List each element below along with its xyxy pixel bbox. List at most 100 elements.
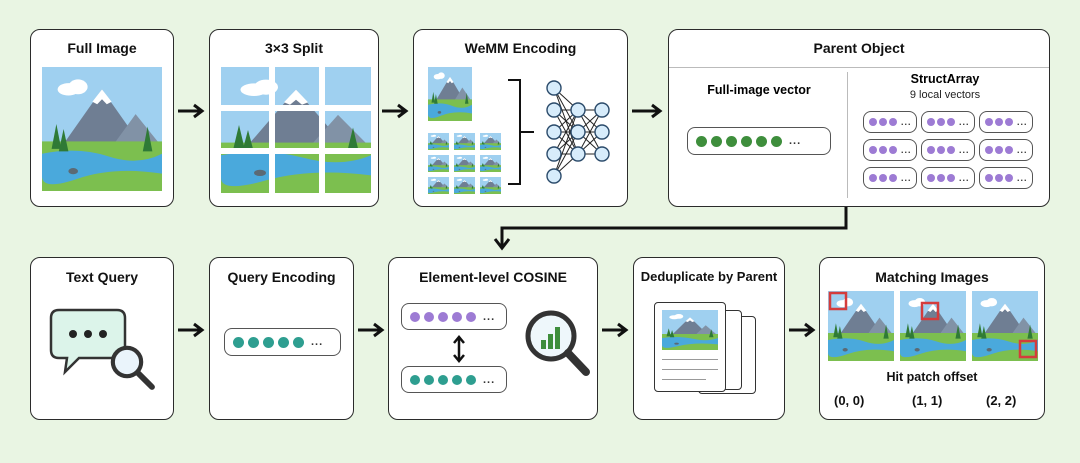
full-image-vector: ... [687,127,831,155]
vector-ellipsis: ... [959,145,970,155]
vector-dot [985,118,993,126]
vector-dot [889,118,897,126]
local-vector-6: ... [979,139,1033,161]
vector-dot [947,174,955,182]
vector-dot [927,118,935,126]
vector-ellipsis: ... [1017,117,1028,127]
card-deduplicate: Deduplicate by Parent [633,257,785,420]
card-title-encoding: WeMM Encoding [464,40,577,56]
arrow-right-2 [382,103,409,119]
encoding-full-thumb [428,67,472,121]
vector-dot [263,336,274,348]
analytics-magnifier-icon [525,310,590,376]
vector-dot [995,118,1003,126]
card-title-cosine: Element-level COSINE [419,269,567,285]
document-line [662,379,706,380]
vector-dot [947,146,955,154]
vector-dot [696,135,707,147]
card-title-full-image: Full Image [67,40,137,56]
arrow-right-1 [178,103,205,119]
structarray-label: StructArray [910,72,980,86]
vector-dot [410,311,420,322]
vector-dot [438,311,448,322]
arrow-right-7 [789,322,816,338]
vector-dot [452,311,462,322]
vector-dot [424,374,434,385]
vector-ellipsis: ... [311,336,324,348]
vector-ellipsis: ... [483,373,496,386]
vector-ellipsis: ... [1017,145,1028,155]
local-vector-3: ... [979,111,1033,133]
vector-dot [466,374,476,385]
local-vector-1: ... [863,111,917,133]
local-vector-7: ... [863,167,917,189]
local-vector-8: ... [921,167,975,189]
card-full-image: Full Image [30,29,174,207]
vector-dot [889,174,897,182]
full-image-vector-label: Full-image vector [707,83,811,97]
neural-network-icon [546,80,610,184]
hit-patch-offset-label: Hit patch offset [886,370,978,384]
card-3x3-split: 3×3 Split [209,29,379,207]
connector-arrow-down [493,207,848,251]
offset-value-1: (0, 0) [834,393,865,408]
cosine-local-vector: ... [401,303,507,330]
card-query-encoding: Query Encoding ... [209,257,354,420]
vector-dot [889,146,897,154]
vector-dot [1005,118,1013,126]
vector-dot [995,174,1003,182]
vector-dot [756,135,767,147]
card-matching-images: Matching Images Hit patch offset (0, 0) … [819,257,1045,420]
card-wemm-encoding: WeMM Encoding [413,29,628,207]
match-image-3 [972,291,1038,361]
arrow-right-5 [358,322,385,338]
vector-dot [1005,174,1013,182]
local-vector-9: ... [979,167,1033,189]
vector-ellipsis: ... [901,173,912,183]
vector-dot [937,146,945,154]
vector-ellipsis: ... [901,145,912,155]
vector-dot [726,135,737,147]
vector-ellipsis: ... [789,135,802,147]
vector-dot [410,374,420,385]
card-title-matching: Matching Images [875,269,989,285]
document-line [662,359,718,360]
arrow-right-6 [602,322,629,338]
vector-dot [278,336,289,348]
document-line [662,369,718,370]
card-title-split: 3×3 Split [265,40,323,56]
vector-dot [293,336,304,348]
vector-dot [985,174,993,182]
vector-dot [879,174,887,182]
vector-dot [741,135,752,147]
vector-ellipsis: ... [483,310,496,323]
query-vector: ... [224,328,341,356]
vector-ellipsis: ... [959,117,970,127]
vector-dot [452,374,462,385]
vector-dot [937,118,945,126]
local-vector-4: ... [863,139,917,161]
vector-dot [985,146,993,154]
parent-divider-horizontal [669,67,1049,68]
card-parent-object: Parent Object Full-image vector ... Stru… [668,29,1050,207]
match-image-2 [900,291,966,361]
vector-ellipsis: ... [901,117,912,127]
match-image-1 [828,291,894,361]
vector-dot [879,146,887,154]
vector-dot [995,146,1003,154]
arrow-right-4 [178,322,205,338]
chat-bubble-icon [49,308,127,376]
vector-dot [233,336,244,348]
vector-ellipsis: ... [959,173,970,183]
vector-dot [424,311,434,322]
compare-arrow-icon [453,335,465,363]
card-title-dedupe: Deduplicate by Parent [640,269,778,284]
vector-dot [927,174,935,182]
vector-dot [869,174,877,182]
vector-dot [927,146,935,154]
vector-dot [771,135,782,147]
card-text-query: Text Query [30,257,174,420]
card-element-cosine: Element-level COSINE ... ... [388,257,598,420]
vector-dot [947,118,955,126]
cosine-query-vector: ... [401,366,507,393]
